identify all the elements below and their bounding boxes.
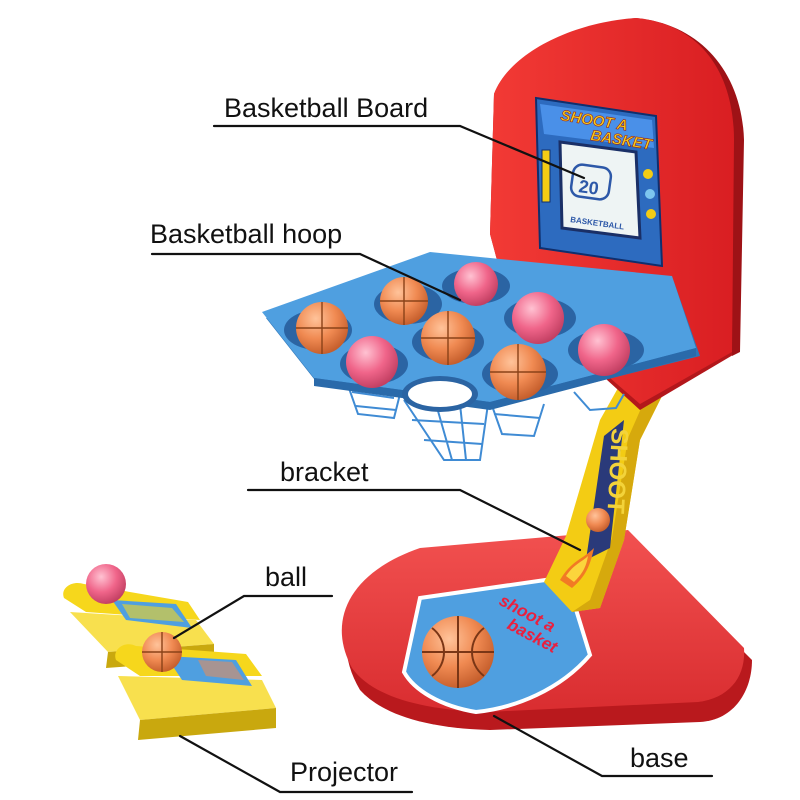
projector-ball <box>86 564 126 604</box>
tray-ball <box>346 336 398 388</box>
pole-text: SHOOT <box>602 428 633 515</box>
annotation-projector: Projector <box>178 734 414 794</box>
label-base: base <box>630 743 689 773</box>
label-bracket: bracket <box>280 457 369 487</box>
annotation-board: Basketball Board <box>212 93 586 180</box>
tray-balls <box>296 262 630 400</box>
tray-ball <box>454 262 498 306</box>
score-display: 20 <box>577 176 600 199</box>
tray-ball <box>512 292 564 344</box>
annotation-ball: ball <box>172 562 334 640</box>
projector-lower <box>115 632 276 740</box>
annotation-hoop: Basketball hoop <box>150 219 462 302</box>
base-part: shoot a basket <box>341 530 752 730</box>
label-basketball-board: Basketball Board <box>224 93 428 123</box>
annotation-base: base <box>492 714 714 778</box>
label-basketball-hoop: Basketball hoop <box>150 219 342 249</box>
bracket-part: SHOOT <box>544 388 666 612</box>
label-ball: ball <box>265 562 307 592</box>
label-projector: Projector <box>290 757 398 787</box>
tray-ball <box>578 324 630 376</box>
annotation-bracket: bracket <box>246 457 582 552</box>
